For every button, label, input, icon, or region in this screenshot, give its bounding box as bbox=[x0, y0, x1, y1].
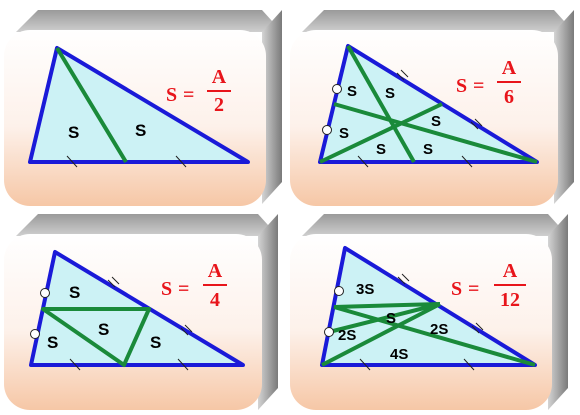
formula-eq: = bbox=[178, 278, 189, 300]
panel-3: S S S S S = A 4 bbox=[4, 214, 278, 410]
region-label: S bbox=[431, 113, 441, 130]
midpoint-markers-4 bbox=[324, 286, 344, 337]
formula-numerator: A bbox=[502, 57, 517, 79]
medial-triangle-3 bbox=[41, 307, 151, 367]
formula-numerator: A bbox=[503, 260, 518, 282]
panel-2: S S S S S S S = A 6 bbox=[290, 10, 574, 206]
region-label: S bbox=[47, 333, 58, 352]
area-formula-1: S = A 2 bbox=[166, 66, 231, 116]
formula-eq: = bbox=[183, 84, 194, 106]
region-label: 2S bbox=[430, 321, 448, 338]
formula-denominator: 2 bbox=[214, 94, 224, 116]
formula-numerator: A bbox=[212, 66, 227, 88]
region-label: S bbox=[385, 85, 395, 102]
area-formula-2: S = A 6 bbox=[456, 57, 521, 108]
panel-1: S S S = A 2 bbox=[4, 10, 282, 206]
midpoint-markers-2 bbox=[322, 84, 342, 135]
area-formula-4: S = A 12 bbox=[451, 260, 526, 311]
median-line-1 bbox=[55, 46, 128, 164]
tick-marks-4 bbox=[359, 273, 484, 371]
region-label: 3S bbox=[356, 281, 374, 298]
region-label: S bbox=[150, 333, 161, 352]
cevian-lines-4 bbox=[321, 302, 536, 367]
region-label: S bbox=[69, 283, 80, 302]
formula-eq: = bbox=[468, 278, 479, 300]
formula-lhs: S bbox=[456, 75, 467, 97]
tick-marks-1 bbox=[66, 155, 187, 168]
formula-numerator: A bbox=[208, 260, 223, 282]
region-label: S bbox=[339, 125, 349, 142]
region-label: 4S bbox=[390, 346, 408, 363]
midpoint-markers-3 bbox=[30, 288, 50, 339]
formula-eq: = bbox=[473, 75, 484, 97]
tick-marks-3 bbox=[69, 276, 193, 371]
region-label: S bbox=[386, 310, 396, 327]
region-label: S bbox=[68, 123, 79, 142]
region-label: S bbox=[423, 141, 433, 158]
formula-denominator: 12 bbox=[500, 289, 520, 311]
tick-marks-2 bbox=[357, 69, 483, 168]
region-label: S bbox=[98, 320, 109, 339]
formula-denominator: 6 bbox=[504, 86, 514, 108]
region-label: S bbox=[376, 141, 386, 158]
region-label: S bbox=[347, 83, 357, 100]
median-lines-2 bbox=[319, 45, 538, 164]
region-label: 2S bbox=[338, 327, 356, 344]
area-formula-3: S = A 4 bbox=[161, 260, 227, 311]
formula-denominator: 4 bbox=[210, 289, 220, 311]
formula-lhs: S bbox=[166, 84, 177, 106]
formula-lhs: S bbox=[161, 278, 172, 300]
triangle-1 bbox=[28, 46, 250, 164]
region-label: S bbox=[135, 121, 146, 140]
formula-lhs: S bbox=[451, 278, 462, 300]
panel-4: 3S S 2S 2S 4S S = A 12 bbox=[290, 214, 568, 410]
